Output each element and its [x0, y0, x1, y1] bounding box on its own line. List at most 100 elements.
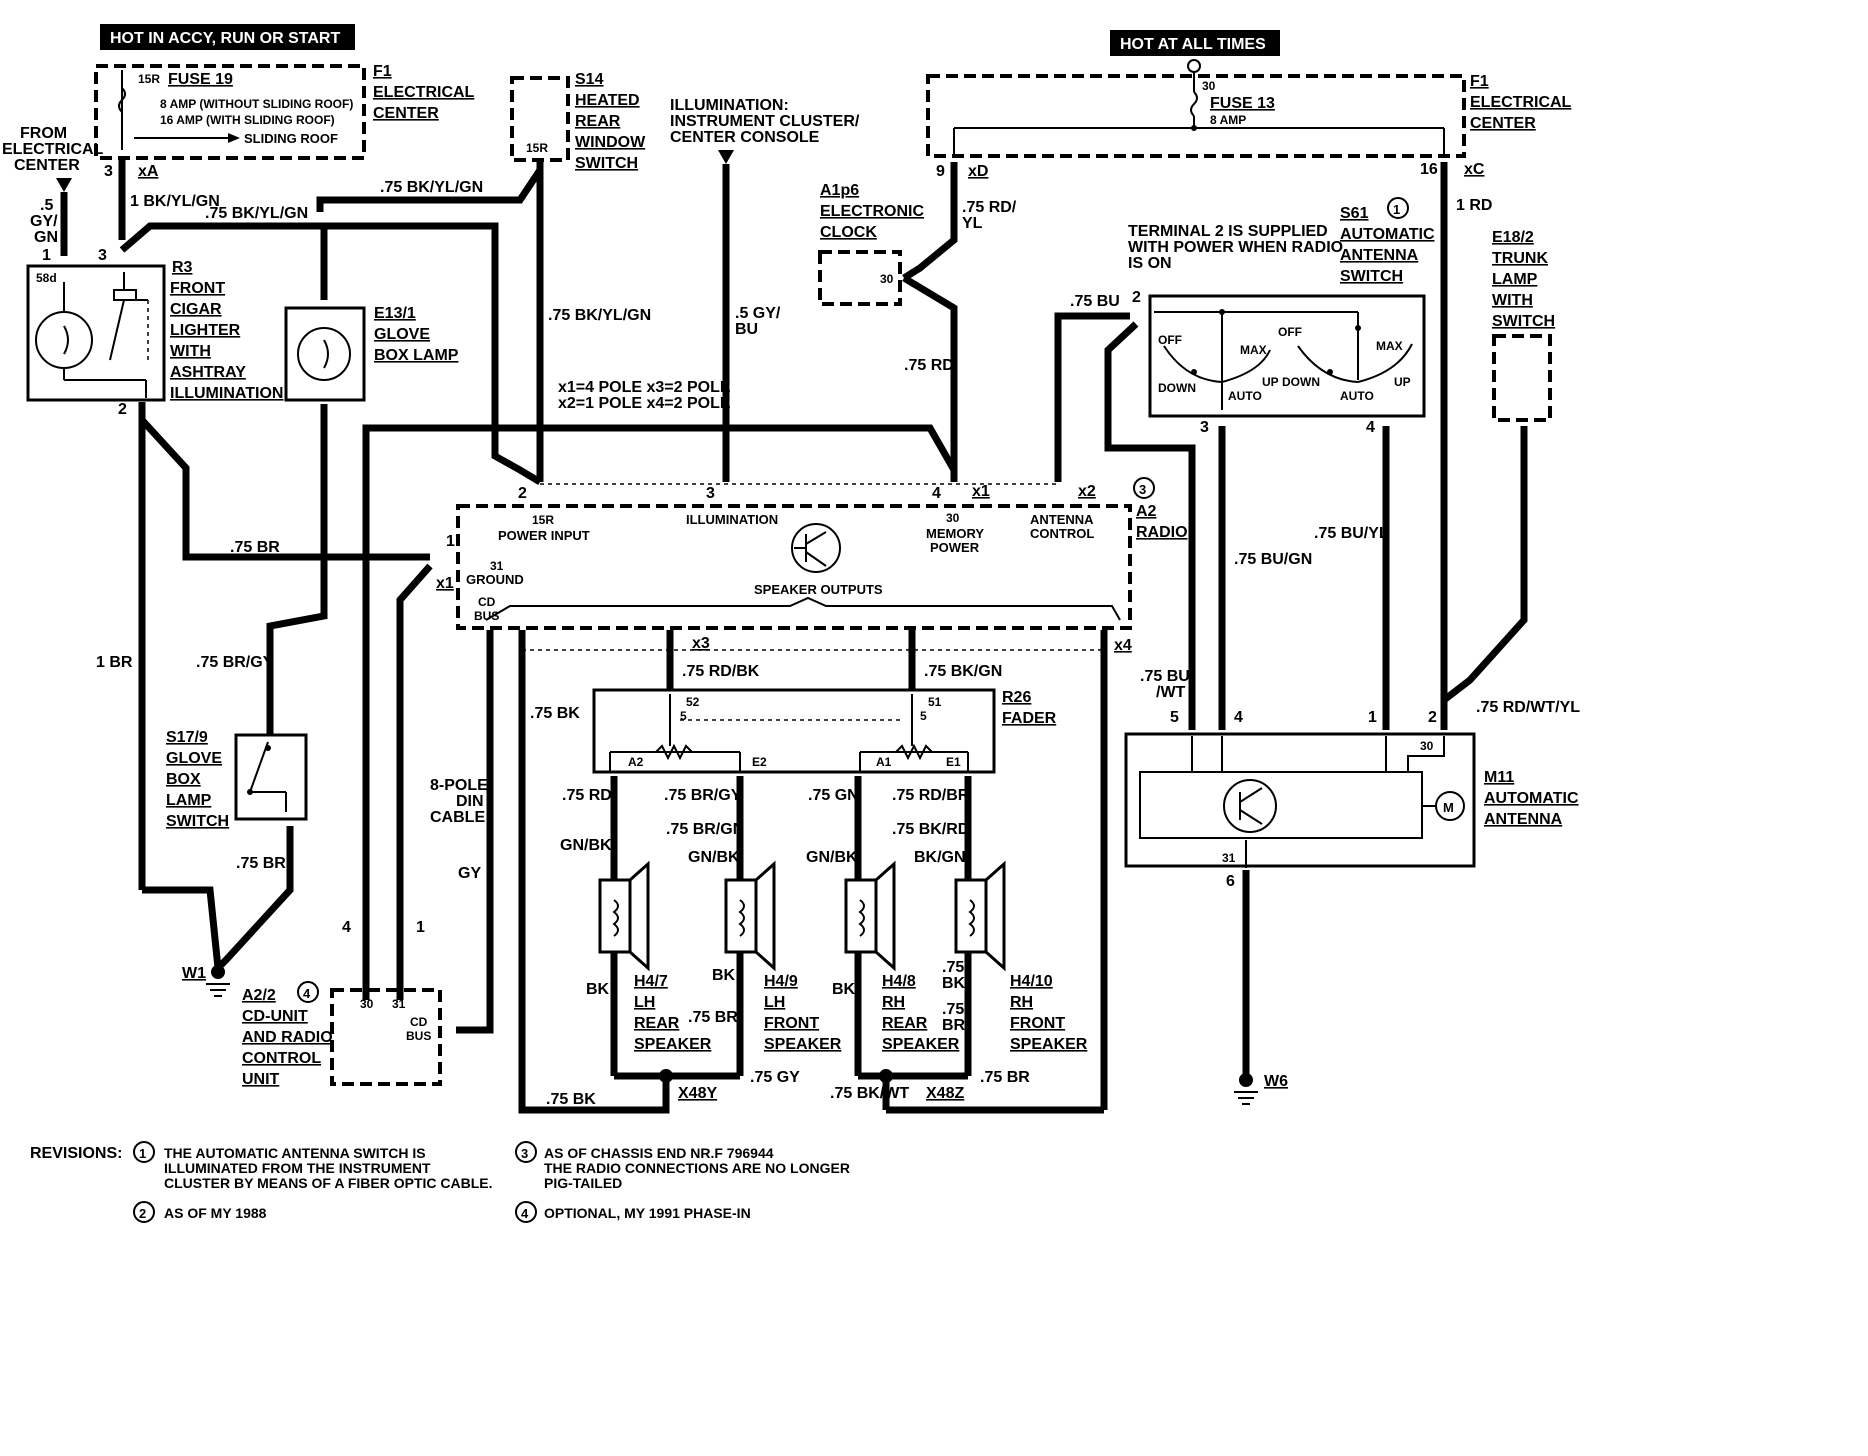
revision-number: 2 — [139, 1206, 146, 1221]
svg-text:FUSE 19: FUSE 19 — [168, 71, 233, 88]
svg-text:30: 30 — [1420, 739, 1434, 753]
svg-text:52: 52 — [686, 695, 700, 709]
e18-trunk-lamp-box — [1492, 334, 1552, 422]
f1-left-fuse-box: 15R FUSE 19 8 AMP (WITHOUT SLIDING ROOF)… — [94, 64, 366, 160]
f1-right-label: CENTER — [1470, 115, 1536, 132]
s17-label: SWITCH — [166, 813, 229, 830]
wire-label: .75 BR/GN — [666, 821, 744, 838]
pin-label: 3 — [98, 247, 107, 264]
cable-label: DIN — [456, 793, 484, 810]
wire — [902, 162, 958, 281]
wire-label: /WT — [1156, 684, 1186, 701]
e13-glove-box-lamp — [284, 306, 366, 402]
illum-label: ILLUMINATION: — [670, 97, 789, 114]
f1-left-label: ELECTRICAL — [373, 84, 475, 101]
svg-text:8 AMP (WITHOUT SLIDING ROOF): 8 AMP (WITHOUT SLIDING ROOF) — [160, 97, 353, 111]
wire — [1440, 162, 1528, 708]
svg-text:OFF: OFF — [1278, 325, 1302, 339]
wire — [902, 274, 958, 482]
s17-label: GLOVE — [166, 750, 222, 767]
svg-text:E2: E2 — [752, 755, 767, 769]
wire-label: BK — [832, 981, 856, 998]
radio-pin-label: CONTROL — [1030, 526, 1094, 541]
r3-label: FRONT — [170, 280, 225, 297]
revision-marker-icon — [133, 1201, 155, 1223]
m11-label: ANTENNA — [1484, 811, 1563, 828]
wire-label: 1 RD — [1456, 197, 1492, 214]
wire-label: .75 RD — [904, 357, 954, 374]
a2-title: A2 — [1136, 503, 1157, 520]
a22-cd-unit-box — [330, 988, 442, 1086]
pin-label: 3 — [706, 485, 715, 502]
wire-label: BU — [735, 321, 758, 338]
speaker-label: LH — [634, 994, 655, 1011]
pin-label: 6 — [1226, 873, 1235, 890]
svg-text:16 AMP (WITH SLIDING ROOF): 16 AMP (WITH SLIDING ROOF) — [160, 113, 335, 127]
connector-label: x2 — [1078, 483, 1096, 500]
pin-label: 2 — [118, 401, 127, 418]
svg-text:DOWN: DOWN — [1158, 381, 1196, 395]
pin-label: 4 — [1234, 709, 1243, 726]
ground-icon — [1239, 1073, 1253, 1087]
e18-label: LAMP — [1492, 271, 1538, 288]
cable-label: 8-POLE — [430, 777, 488, 794]
arrow-icon — [718, 150, 734, 164]
s17-glove-box-switch — [234, 733, 308, 821]
wire-label: GN/BK — [688, 849, 740, 866]
illum-label: CENTER CONSOLE — [670, 129, 820, 146]
r3-label: WITH — [170, 343, 211, 360]
r3-label: ASHTRAY — [170, 364, 246, 381]
wire-label: .75 BK/RD — [892, 821, 969, 838]
r3-cigar-lighter: 58d — [26, 264, 166, 402]
terminal-label: CD — [410, 1015, 428, 1029]
s14-title: S14 — [575, 71, 604, 88]
revision-text: OPTIONAL, MY 1991 PHASE-IN — [544, 1205, 751, 1221]
splice-x48y-label: X48Y — [678, 1085, 717, 1102]
pin-label: 16 — [1420, 161, 1438, 178]
revision-number: 1 — [139, 1146, 146, 1161]
r26-fader: 52 51 5 5 A2 E2 A1 E1 — [592, 688, 996, 774]
s17-label: BOX — [166, 771, 201, 788]
speaker-label: SPEAKER — [764, 1036, 842, 1053]
wire-label: .75 RD/WT/YL — [1476, 699, 1580, 716]
terminal-label: 30 — [946, 511, 960, 525]
from-ec-label: FROM — [20, 125, 67, 142]
wire — [266, 404, 328, 735]
svg-text:UP: UP — [1262, 375, 1279, 389]
revision-marker-icon — [133, 1141, 155, 1163]
speaker-label: RH — [1010, 994, 1033, 1011]
radio-pin-label: POWER INPUT — [498, 528, 590, 543]
radio-pin-label: ANTENNA — [1030, 512, 1094, 527]
speaker-label: FRONT — [764, 1015, 819, 1032]
f1-right-fuse-box: 30 FUSE 13 8 AMP — [926, 59, 1466, 158]
wire — [1104, 321, 1196, 730]
wire-label: .5 GY/ — [735, 305, 781, 322]
wire-label: .75 RD — [562, 787, 612, 804]
wire-label: .75 BK/GN — [924, 663, 1002, 680]
wire-label: .75 BU/YL — [1314, 525, 1389, 542]
wire-label: 1 BK/YL/GN — [130, 193, 220, 210]
wire-label: YL — [962, 215, 983, 232]
a1p6-label: CLOCK — [820, 224, 877, 241]
revision-text: CLUSTER BY MEANS OF A FIBER OPTIC CABLE. — [164, 1175, 493, 1191]
a1p6-title: A1p6 — [820, 182, 859, 199]
revision-marker-icon — [515, 1141, 537, 1163]
pin-label: 4 — [342, 919, 351, 936]
radio-pin-label: MEMORY — [926, 526, 984, 541]
terminal-label: 30 — [360, 997, 374, 1011]
revisions-label: REVISIONS: — [30, 1145, 122, 1162]
s61-note: IS ON — [1128, 255, 1172, 272]
s61-note: TERMINAL 2 IS SUPPLIED — [1128, 223, 1328, 240]
pin-1-label: 1 — [42, 247, 51, 264]
wire-label: .75 BR/GY — [664, 787, 742, 804]
revision-text: PIG-TAILED — [544, 1175, 622, 1191]
pin-label: 2 — [1428, 709, 1437, 726]
wire-label: .75 — [942, 959, 964, 976]
wire-label: .75 RD/ — [962, 199, 1017, 216]
wire-label: .75 — [942, 1001, 964, 1018]
svg-text:A1: A1 — [876, 755, 892, 769]
pin-label: 2 — [1132, 289, 1141, 306]
arrow-icon — [56, 178, 72, 192]
terminal-label: 31 — [392, 997, 406, 1011]
r26-title: R26 — [1002, 689, 1031, 706]
